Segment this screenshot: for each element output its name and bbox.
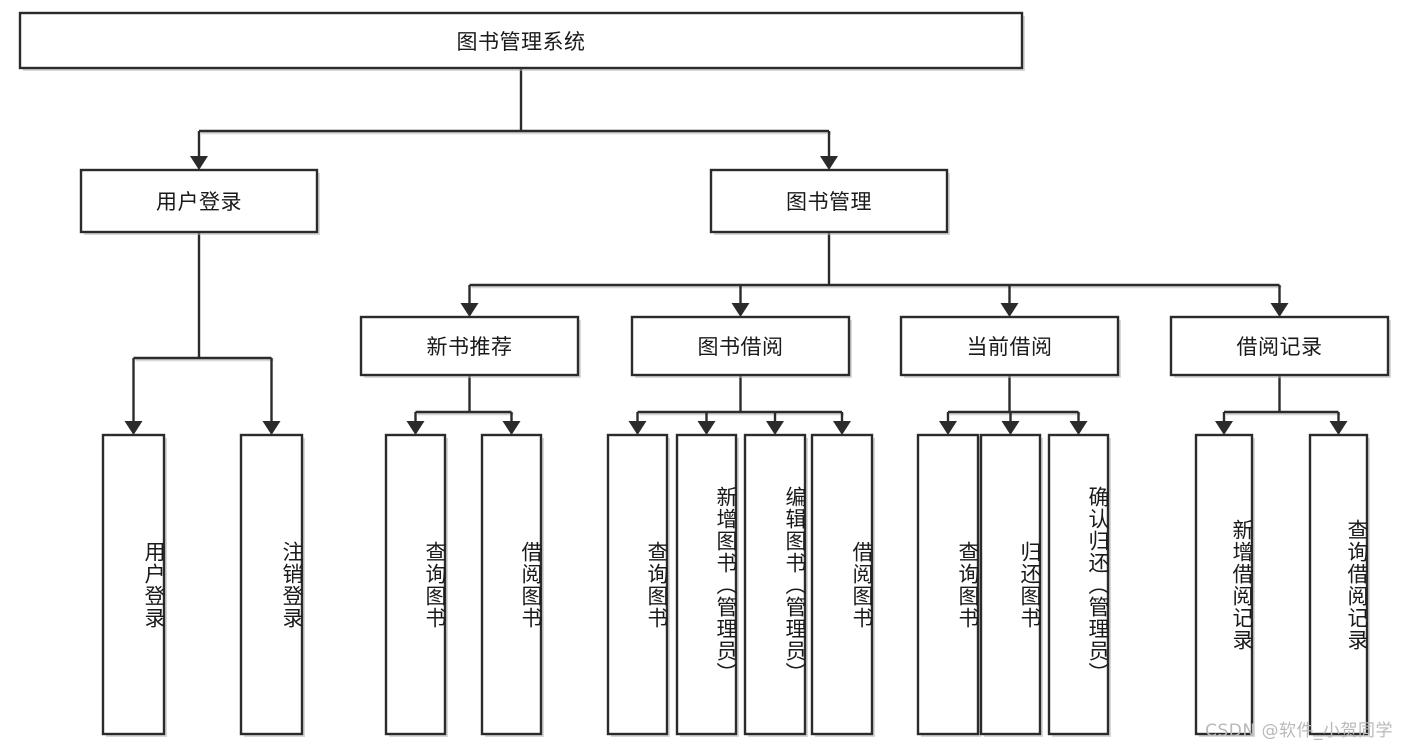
node-box-leaf-user-logout[interactable]: [239, 433, 304, 736]
node-box-leaf-rec-add[interactable]: [1194, 433, 1254, 736]
node-box-login[interactable]: [79, 168, 319, 234]
node-box-leaf-bw-query[interactable]: [606, 433, 669, 736]
node-box-leaf-cur-return[interactable]: [979, 433, 1042, 736]
arrow-head-leaf-cur-confirm: [1069, 421, 1088, 435]
node-box-leaf-bw-add[interactable]: [675, 433, 738, 736]
arrow-head-bookmgmt: [820, 156, 838, 170]
node-box-records[interactable]: [1169, 315, 1390, 377]
node-box-leaf-user-login[interactable]: [101, 433, 166, 736]
arrow-head-borrow: [731, 303, 750, 317]
arrow-head-leaf-user-logout: [262, 421, 281, 435]
arrow-head-records: [1270, 303, 1289, 317]
arrow-head-leaf-rec-add: [1215, 421, 1233, 435]
arrow-head-login: [190, 156, 208, 170]
arrow-head-leaf-user-login: [124, 421, 143, 435]
arrow-head-leaf-bw-add: [697, 421, 716, 435]
watermark-text: CSDN @软件_小贺同学: [1205, 721, 1393, 741]
node-box-root[interactable]: [18, 11, 1024, 70]
arrow-head-leaf-nb-borrow: [502, 421, 521, 435]
arrow-head-leaf-bw-query: [628, 421, 647, 435]
node-box-borrow[interactable]: [630, 315, 851, 377]
arrow-head-leaf-cur-query: [939, 421, 957, 435]
node-box-leaf-bw-borrow[interactable]: [810, 433, 874, 736]
arrow-head-leaf-nb-query: [406, 421, 425, 435]
arrow-head-leaf-bw-borrow: [833, 421, 851, 435]
node-box-leaf-rec-query[interactable]: [1308, 433, 1369, 736]
arrow-head-leaf-bw-edit: [766, 421, 784, 435]
node-box-bookmgmt[interactable]: [709, 168, 949, 234]
arrow-head-current: [1000, 303, 1019, 317]
node-box-leaf-cur-query[interactable]: [916, 433, 980, 736]
arrow-head-leaf-rec-query: [1329, 421, 1348, 435]
node-group: [18, 11, 1391, 737]
node-box-leaf-nb-borrow[interactable]: [480, 433, 543, 736]
node-box-leaf-bw-edit[interactable]: [743, 433, 807, 736]
edge-group: [124, 68, 1348, 435]
arrow-head-newbook: [460, 303, 479, 317]
node-box-leaf-cur-confirm[interactable]: [1047, 433, 1110, 736]
node-box-leaf-nb-query[interactable]: [384, 433, 447, 736]
node-box-current[interactable]: [899, 315, 1120, 377]
arrow-head-leaf-cur-return: [1001, 421, 1020, 435]
node-box-newbook[interactable]: [359, 315, 580, 377]
